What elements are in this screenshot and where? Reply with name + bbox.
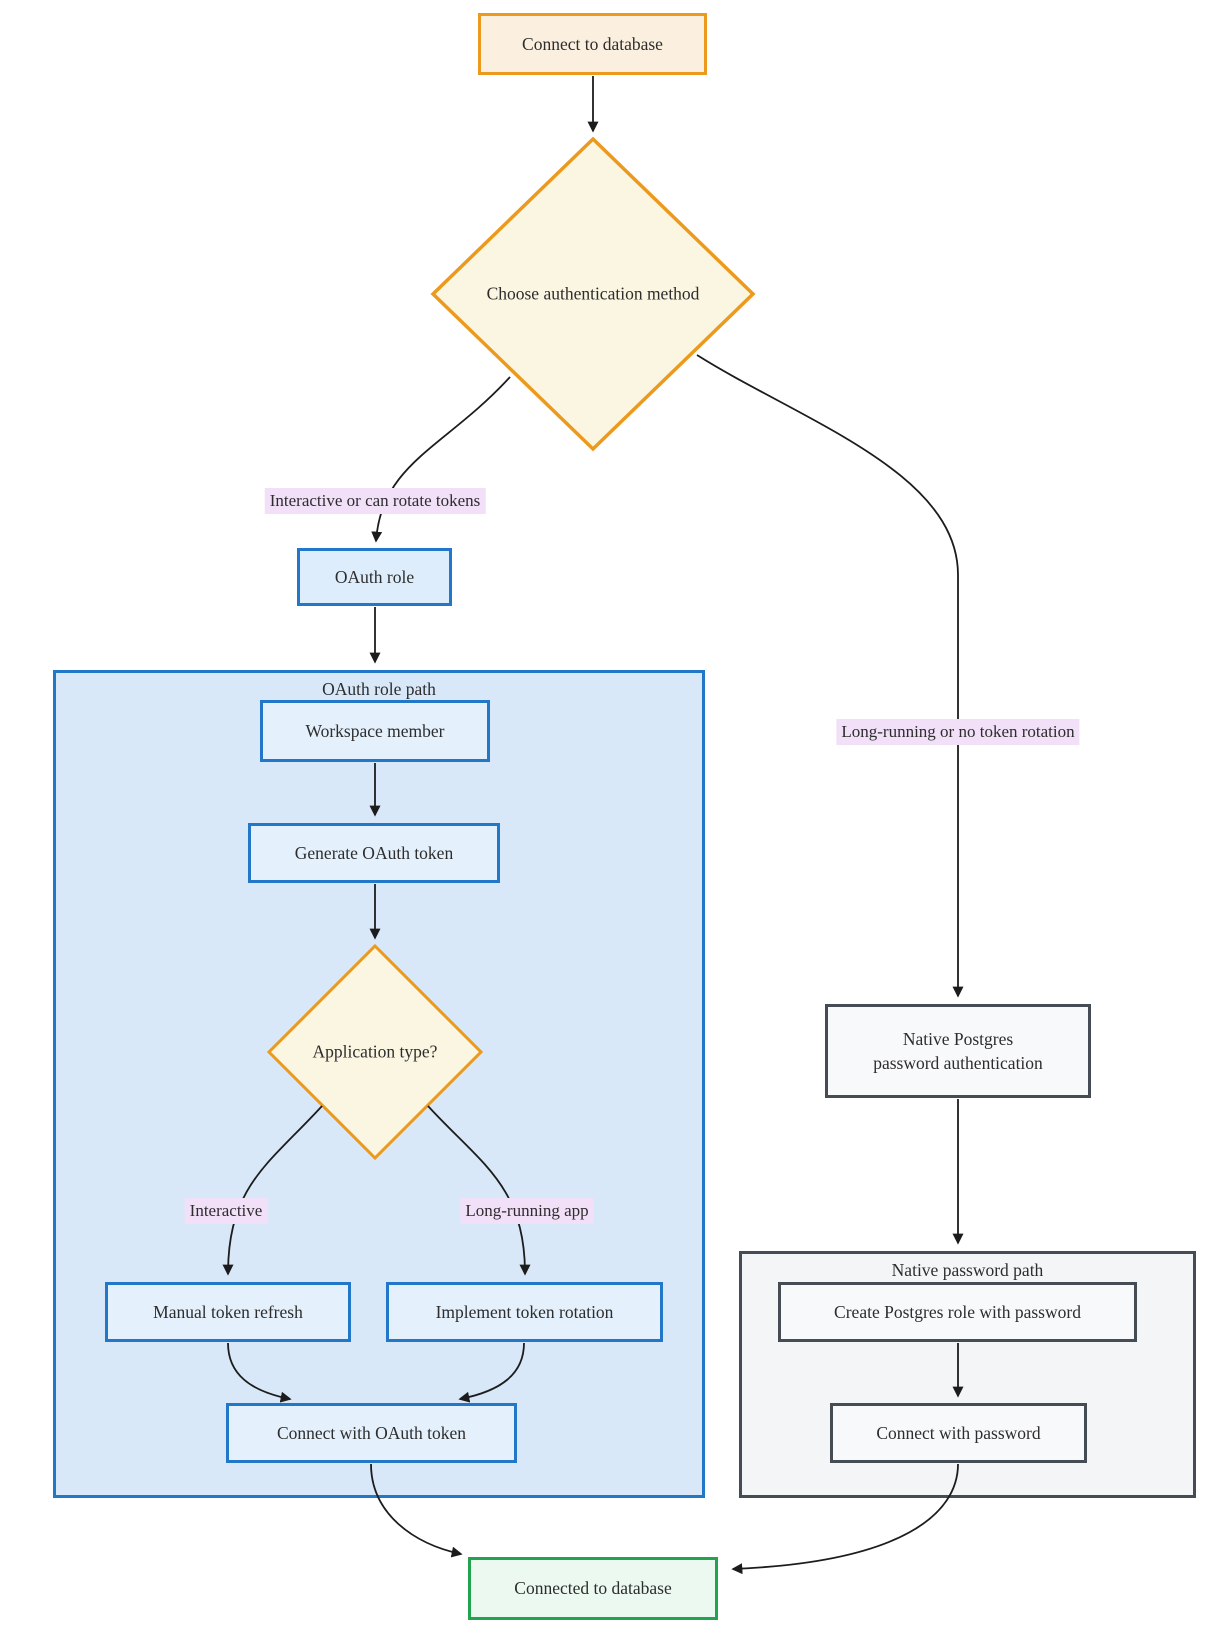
edge-apptype-to-manual [222, 1105, 323, 1276]
edge-connectpwd-to-connected [731, 1463, 959, 1575]
node-oauth-role: OAuth role [297, 548, 452, 606]
edge-manual-to-connectoauth [227, 1342, 292, 1403]
node-implement-token-rotation: Implement token rotation [386, 1282, 663, 1342]
node-connect-with-oauth-token: Connect with OAuth token [226, 1403, 517, 1463]
edge-apptype-to-rotation [427, 1105, 531, 1276]
node-connect-to-database: Connect to database [478, 13, 707, 75]
node-generate-oauth-token: Generate OAuth token [248, 823, 500, 883]
choose-auth-diamond [430, 136, 756, 452]
node-connected-to-database: Connected to database [468, 1557, 718, 1620]
edge-label-long-running-app: Long-running app [460, 1198, 594, 1224]
edge-connectoauth-to-connected [370, 1463, 463, 1558]
node-workspace-member: Workspace member [260, 700, 490, 762]
node-application-type-label: Application type? [312, 1041, 438, 1062]
node-connect-with-password: Connect with password [830, 1403, 1087, 1463]
edge-chooseauth-to-nativepg [696, 354, 964, 998]
node-native-postgres-auth: Native Postgres password authentication [825, 1004, 1091, 1098]
native-password-path-title: Native password path [891, 1260, 1044, 1280]
edge-label-long-running-no-rotation: Long-running or no token rotation [836, 719, 1080, 745]
node-create-postgres-role: Create Postgres role with password [778, 1282, 1137, 1342]
edge-rotation-to-connectoauth [458, 1342, 525, 1403]
node-choose-auth-label: Choose authentication method [486, 283, 700, 304]
edge-chooseauth-to-oauthrole [371, 376, 511, 543]
application-type-diamond [266, 943, 484, 1161]
edge-label-interactive-or-rotate: Interactive or can rotate tokens [264, 488, 486, 514]
oauth-role-path-title: OAuth role path [322, 679, 436, 699]
edge-label-interactive: Interactive [184, 1198, 268, 1224]
node-manual-token-refresh: Manual token refresh [105, 1282, 351, 1342]
